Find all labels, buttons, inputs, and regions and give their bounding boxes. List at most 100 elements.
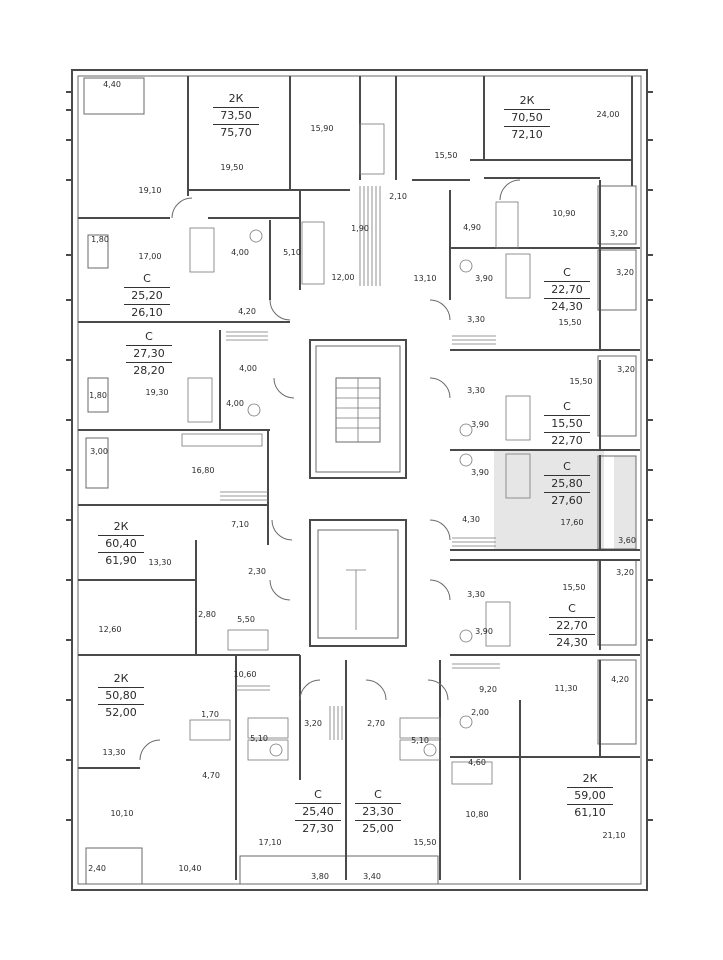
room-area: 7,10 — [231, 520, 249, 529]
living-area: 59,00 — [574, 789, 606, 802]
living-area: 23,30 — [362, 805, 394, 818]
room-area: 15,50 — [562, 583, 586, 592]
apartment-type: С — [563, 460, 571, 473]
apartment-a13[interactable]: 2К 59,00 61,10 — [567, 772, 613, 820]
apartment-a7[interactable]: С 25,80 27,60 — [544, 460, 590, 508]
apartment-type: 2К — [113, 672, 129, 685]
living-area: 22,70 — [556, 619, 588, 632]
room-area: 10,90 — [552, 209, 576, 218]
apartment-type: С — [568, 602, 576, 615]
room-area: 19,10 — [138, 186, 162, 195]
building-core — [309, 339, 407, 647]
room-area: 2,00 — [471, 708, 489, 717]
living-area: 25,20 — [131, 289, 163, 302]
room-area: 19,30 — [145, 388, 169, 397]
apartment-type: 2К — [228, 92, 244, 105]
room-area: 12,00 — [331, 273, 355, 282]
room-area: 3,20 — [617, 365, 635, 374]
room-area: 5,10 — [283, 248, 301, 257]
room-area: 1,80 — [89, 391, 107, 400]
total-area: 52,00 — [105, 706, 137, 719]
room-area: 4,00 — [231, 248, 249, 257]
room-area: 3,30 — [467, 386, 485, 395]
room-area: 5,10 — [250, 734, 268, 743]
room-area: 4,60 — [468, 758, 486, 767]
room-area: 4,00 — [226, 399, 244, 408]
living-area: 22,70 — [551, 283, 583, 296]
apartment-type: 2К — [582, 772, 598, 785]
apartment-type: 2К — [113, 520, 129, 533]
room-area: 3,30 — [467, 315, 485, 324]
apartment-a9[interactable]: С 22,70 24,30 — [549, 602, 595, 650]
room-area: 5,50 — [237, 615, 255, 624]
room-area: 3,20 — [616, 568, 634, 577]
room-area: 10,40 — [178, 864, 202, 873]
room-area: 3,90 — [471, 468, 489, 477]
living-area: 70,50 — [511, 111, 543, 124]
room-area: 3,60 — [618, 536, 636, 545]
total-area: 24,30 — [556, 636, 588, 649]
living-area: 50,80 — [105, 689, 137, 702]
room-area: 2,30 — [248, 567, 266, 576]
room-area: 3,20 — [304, 719, 322, 728]
room-area: 3,00 — [90, 447, 108, 456]
room-area: 15,50 — [558, 318, 582, 327]
room-area: 3,90 — [475, 627, 493, 636]
apartment-a5[interactable]: С 27,30 28,20 — [126, 330, 172, 378]
living-area: 15,50 — [551, 417, 583, 430]
room-area: 12,60 — [98, 625, 122, 634]
room-area: 2,80 — [198, 610, 216, 619]
total-area: 61,10 — [574, 806, 606, 819]
living-area: 25,40 — [302, 805, 334, 818]
room-area: 2,40 — [88, 864, 106, 873]
total-area: 75,70 — [220, 126, 252, 139]
room-area: 4,20 — [611, 675, 629, 684]
total-area: 22,70 — [551, 434, 583, 447]
storage-strips — [220, 186, 500, 740]
room-area: 3,80 — [311, 872, 329, 881]
room-area: 19,50 — [220, 163, 244, 172]
highlighted-apartment-fill[interactable] — [494, 451, 604, 549]
apartment-type: С — [145, 330, 153, 343]
room-area: 10,10 — [110, 809, 134, 818]
room-area: 1,80 — [91, 235, 109, 244]
room-area: 21,10 — [602, 831, 626, 840]
total-area: 28,20 — [133, 364, 165, 377]
room-area: 3,40 — [363, 872, 381, 881]
room-area: 13,30 — [148, 558, 172, 567]
room-area: 24,00 — [596, 110, 620, 119]
total-area: 27,60 — [551, 494, 583, 507]
total-area: 25,00 — [362, 822, 394, 835]
room-area: 4,30 — [462, 515, 480, 524]
living-area: 27,30 — [133, 347, 165, 360]
room-area: 3,20 — [616, 268, 634, 277]
room-area: 2,10 — [389, 192, 407, 201]
fixtures — [181, 123, 531, 785]
door-swings — [139, 179, 521, 761]
room-area: 17,00 — [138, 252, 162, 261]
room-area: 10,80 — [465, 810, 489, 819]
room-area: 4,40 — [103, 80, 121, 89]
room-area: 15,90 — [310, 124, 334, 133]
room-area: 4,90 — [463, 223, 481, 232]
room-area: 13,30 — [102, 748, 126, 757]
total-area: 72,10 — [511, 128, 543, 141]
room-area: 4,70 — [202, 771, 220, 780]
apartment-a11[interactable]: С 25,40 27,30 — [295, 788, 341, 836]
room-area: 10,60 — [233, 670, 257, 679]
living-area: 25,80 — [551, 477, 583, 490]
total-area: 27,30 — [302, 822, 334, 835]
apartment-a10[interactable]: 2К 50,80 52,00 — [98, 672, 144, 720]
apartment-type: С — [563, 266, 571, 279]
room-area: 3,90 — [475, 274, 493, 283]
room-area: 5,10 — [411, 736, 429, 745]
apartment-type: С — [314, 788, 322, 801]
room-area: 17,10 — [258, 838, 282, 847]
